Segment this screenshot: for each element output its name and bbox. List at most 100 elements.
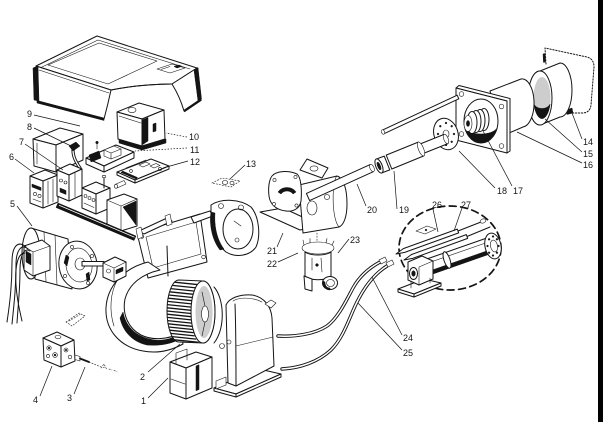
connector-port (46, 354, 50, 358)
pump-flange-hole (309, 165, 319, 172)
clip-outline (211, 177, 241, 188)
shaft-key-edge (68, 314, 81, 322)
transformer-cable-core (72, 149, 81, 169)
callout-3: 3 (67, 393, 72, 403)
motor-wire (6, 243, 27, 323)
frame-opening (145, 221, 202, 269)
shaft-key (65, 312, 86, 327)
motor-cover (219, 294, 277, 387)
control-box-dial (127, 107, 137, 113)
cover-top-edge-highlight (39, 39, 191, 70)
motor-wire (15, 252, 26, 322)
damper-lug-hole (218, 203, 224, 209)
fan-blade (166, 310, 192, 315)
motor-wire (16, 249, 31, 324)
fitting-screw-shank (79, 357, 90, 363)
flange-bolt-hole (498, 143, 505, 149)
transformer-front (32, 138, 57, 173)
relay-right-side (68, 168, 83, 202)
callout-26: 26 (432, 200, 442, 210)
tie-rod-end (380, 129, 386, 135)
fan-blade (167, 319, 192, 324)
leader-line-23 (337, 238, 350, 254)
terminal-screw (91, 198, 96, 202)
callout-8: 8 (27, 122, 32, 132)
motor (6, 227, 105, 325)
air-damper-housing (190, 199, 260, 256)
cover-front-notch (110, 83, 173, 91)
capacitor-box (169, 348, 213, 400)
relay-left-ribs (47, 178, 54, 205)
coupling-bore (106, 268, 111, 274)
nozzle-assembly-detail (395, 205, 502, 298)
motor-terminal-box (23, 239, 51, 277)
callout-27: 27 (461, 200, 471, 210)
damper-face (222, 208, 254, 250)
base-plate-side (235, 373, 282, 398)
circuit-board-chip (149, 163, 161, 169)
connector-top-plug (54, 335, 62, 339)
callout-24: 24 (403, 333, 413, 343)
callout-17: 17 (513, 186, 523, 196)
fan-blade (174, 339, 199, 343)
circuit-board-component (129, 169, 133, 173)
cover-top-recess (47, 42, 158, 85)
damper-shaft-hole (234, 237, 240, 243)
callout-12: 12 (190, 157, 200, 167)
motor-shaft (81, 261, 105, 267)
nozzle-holder-foot-side (413, 282, 442, 298)
frame-hole (201, 254, 206, 260)
fitting-screw (74, 354, 118, 372)
leader-line-7 (24, 143, 64, 171)
disc-hole (491, 254, 495, 257)
cover-left-face-edge (38, 69, 110, 94)
tube-19-end (442, 133, 450, 145)
relay-right-terminal (59, 178, 63, 183)
callout-10: 10 (189, 132, 199, 142)
pump-plate-bolt (294, 203, 299, 208)
pump-screw (324, 194, 330, 200)
blast-tube-assembly (433, 47, 595, 154)
damper-rim-shadow (210, 211, 225, 251)
damper-lever (190, 210, 214, 224)
air-ring-shadow (533, 103, 551, 119)
oil-pump-unit (301, 232, 338, 292)
turbulator-bore (466, 120, 470, 127)
callout-18: 18 (497, 186, 507, 196)
disc-slot (439, 125, 442, 128)
cable-gland-edges (106, 198, 138, 232)
circuit-board-capacitor (158, 167, 162, 171)
turbulator (463, 108, 490, 134)
fan-blade (168, 323, 193, 327)
cover-display-slot (160, 66, 171, 70)
fan-blade (168, 326, 193, 331)
control-box-socket (152, 122, 157, 133)
pump-unit-screw (315, 263, 319, 267)
fan-housing-lip (110, 278, 119, 327)
callout-11: 11 (190, 145, 199, 155)
callout-15: 15 (583, 149, 593, 159)
coupling-body (102, 256, 127, 283)
electrode-terminal (479, 218, 487, 224)
photocell-lens (114, 184, 118, 189)
motor-flange-bolt (90, 254, 94, 258)
leader-line-24 (371, 276, 403, 336)
transformer (32, 127, 84, 173)
disc-slot (452, 132, 456, 136)
ignition-transformer-side (103, 151, 135, 173)
fan-blade (170, 287, 195, 292)
tube-19-ring-bore (376, 162, 382, 170)
connector-port-bore (47, 346, 51, 350)
nozzle-holder-block-edges (418, 260, 434, 286)
motor-flange-bolt (70, 245, 74, 249)
fan-blade (174, 281, 199, 286)
rod-20-end (369, 163, 375, 173)
flange-bolt-hole (458, 131, 465, 137)
connector-port (67, 354, 73, 360)
fan-blade (170, 332, 195, 337)
fitting-screw-axis (88, 361, 102, 368)
callout-25: 25 (403, 348, 413, 358)
pump-front-plate-shadow (277, 187, 297, 195)
nozzle-line-tube (374, 133, 450, 174)
circuit-board-relay (138, 161, 151, 168)
